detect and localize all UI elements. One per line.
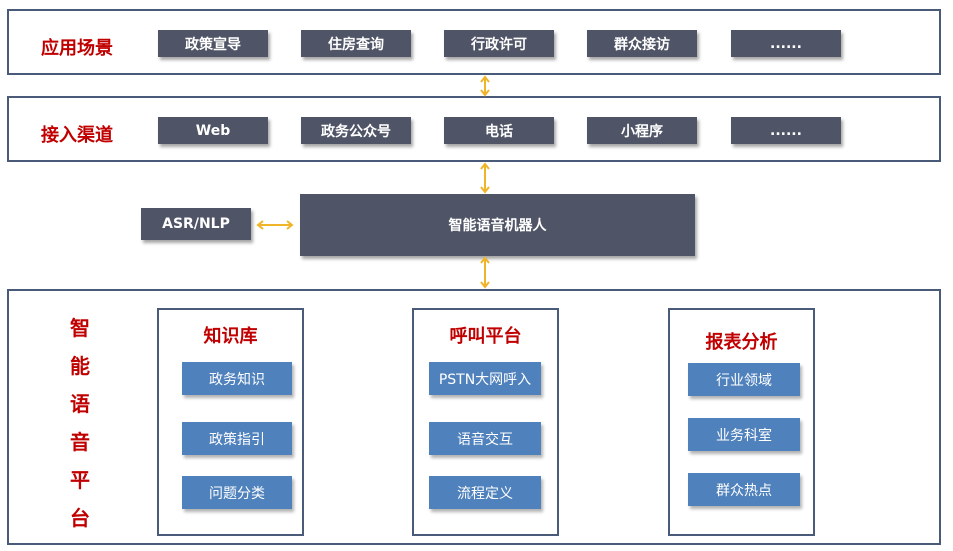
report-item: 行业领域 [688,363,800,396]
report-item: 群众热点 [688,473,800,506]
call-platform-title: 呼叫平台 [449,326,522,347]
voice-platform-band: 智 能 语 音 平 台 知识库 政务知识 政策指引 问题分类 呼叫平台 PSTN… [7,289,941,545]
channel-item: ...... [731,117,841,144]
voice-platform-title-char: 音 [70,430,90,454]
call-item: PSTN大网呼入 [429,362,541,395]
scenario-item: 行政许可 [444,30,554,57]
scenario-item: 政策宣导 [158,30,268,57]
knowledge-item: 政务知识 [182,362,292,395]
access-channels-band: 接入渠道 Web 政务公众号 电话 小程序 ...... [7,96,941,162]
knowledge-base-panel: 知识库 政务知识 政策指引 问题分类 [157,308,304,536]
voice-platform-title-char: 能 [70,354,90,378]
knowledge-item: 政策指引 [182,422,292,455]
knowledge-item: 问题分类 [182,476,292,509]
report-analysis-panel: 报表分析 行业领域 业务科室 群众热点 [668,308,815,536]
call-platform-panel: 呼叫平台 PSTN大网呼入 语音交互 流程定义 [412,308,559,536]
report-analysis-title: 报表分析 [705,332,778,353]
voice-platform-title: 智 能 语 音 平 台 [67,309,93,537]
knowledge-base-title: 知识库 [203,326,258,347]
voice-platform-title-char: 平 [70,468,90,492]
report-item: 业务科室 [688,418,800,451]
channel-item: 政务公众号 [301,117,411,144]
application-scenarios-title: 应用场景 [41,38,113,59]
channel-item: Web [158,117,268,144]
voice-platform-title-char: 语 [70,392,90,416]
call-item: 流程定义 [429,476,541,509]
asr-nlp-box: ASR/NLP [141,208,251,240]
voice-robot-box: 智能语音机器人 [300,194,695,256]
access-channels-title: 接入渠道 [41,125,113,146]
voice-platform-title-char: 台 [70,506,90,530]
channel-item: 电话 [444,117,554,144]
channel-item: 小程序 [587,117,697,144]
application-scenarios-band: 应用场景 政策宣导 住房查询 行政许可 群众接访 ...... [7,9,941,75]
voice-platform-title-char: 智 [70,316,90,340]
scenario-item: ...... [731,30,841,57]
scenario-item: 住房查询 [301,30,411,57]
scenario-item: 群众接访 [587,30,697,57]
call-item: 语音交互 [429,422,541,455]
